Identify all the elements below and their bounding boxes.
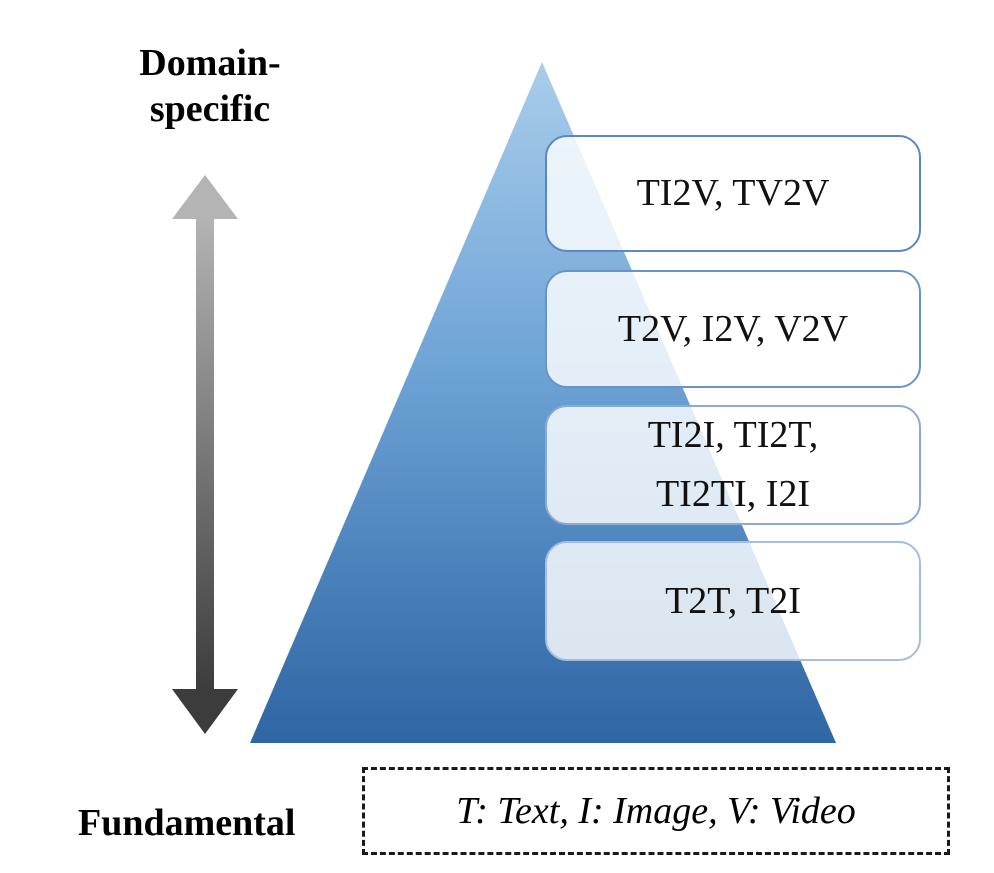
arrow-up-head [172, 175, 238, 219]
double-arrow-icon [172, 175, 238, 734]
level-3-line-2: TI2TI, I2I [655, 473, 811, 515]
level-1-line-1: TI2V, TV2V [636, 172, 830, 215]
level-3-line-1: TI2I, TI2T, [647, 414, 819, 457]
level-box-1: TI2V, TV2V [545, 135, 921, 252]
legend-text: T: Text, I: Image, V: Video [456, 790, 856, 832]
arrow-down-head [172, 689, 238, 734]
fundamental-label: Fundamental [78, 802, 296, 844]
domain-specific-line-1: Domain- [139, 42, 281, 84]
level-2-line-1: T2V, I2V, V2V [617, 307, 849, 350]
legend-box: T: Text, I: Image, V: Video [362, 767, 950, 855]
arrow-shaft [196, 217, 214, 691]
level-box-3: TI2I, TI2T, TI2TI, I2I [545, 405, 921, 525]
level-box-4: T2T, T2I [545, 541, 921, 661]
level-box-2: T2V, I2V, V2V [545, 270, 921, 388]
domain-specific-label: Domain- specific [105, 40, 315, 133]
level-4-line-1: T2T, T2I [665, 579, 801, 622]
domain-specific-line-2: specific [149, 88, 271, 131]
